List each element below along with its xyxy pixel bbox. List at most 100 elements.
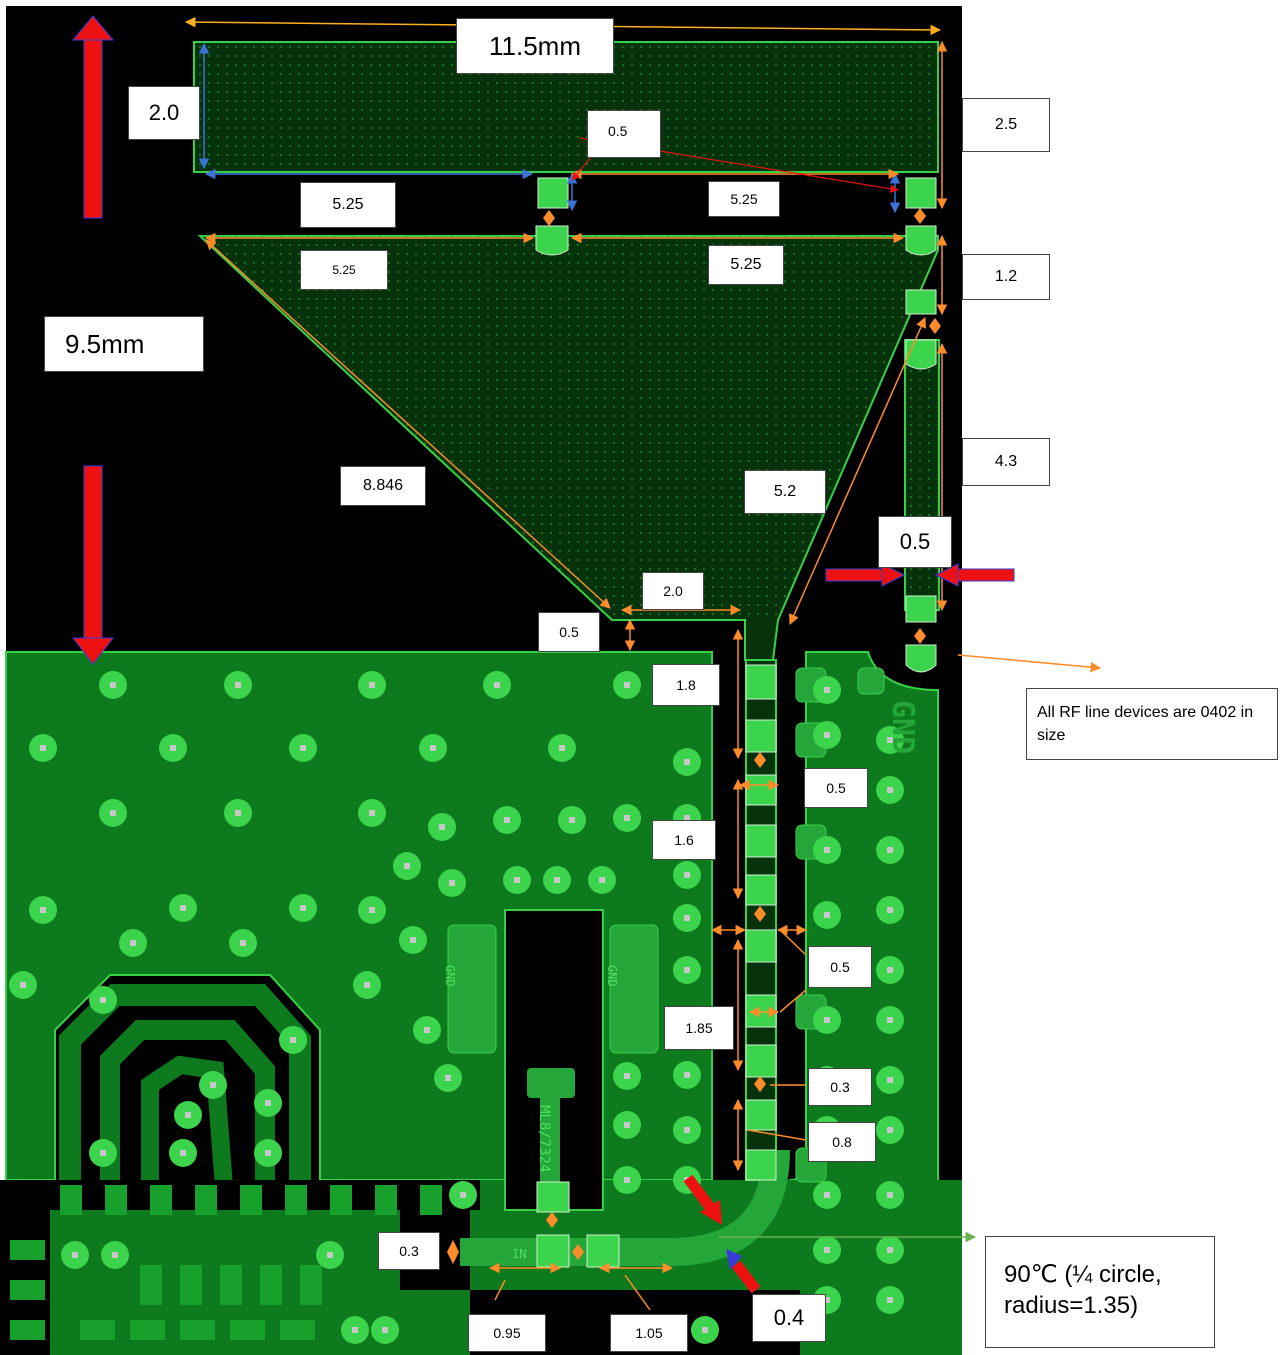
via-drill — [112, 1252, 118, 1258]
via-drill — [290, 1037, 296, 1043]
dim-feed-0-3-label: 0.3 — [808, 1068, 872, 1106]
dim-bot-0-95-label: 0.95 — [468, 1314, 546, 1352]
via-drill — [369, 907, 375, 913]
via-drill — [382, 1327, 388, 1333]
dim-mid-seg-left-label: 5.25 — [300, 250, 388, 290]
via-drill — [265, 1150, 271, 1156]
via-drill — [684, 1072, 690, 1078]
dim-bot-1-05-label: 1.05 — [610, 1314, 688, 1352]
via-drill — [887, 847, 893, 853]
dim-feed-0-8-label: 0.8 — [808, 1122, 876, 1162]
via-drill — [824, 1297, 830, 1303]
via-drill — [887, 1192, 893, 1198]
via-drill — [235, 810, 241, 816]
dim-bot-0-3-label: 0.3 — [378, 1232, 440, 1270]
dim-right-1-2-label: 1.2 — [962, 254, 1050, 300]
via-drill — [40, 907, 46, 913]
via-drill — [364, 982, 370, 988]
via-drill — [624, 682, 630, 688]
silk-gnd-right: GND — [885, 700, 920, 754]
via-drill — [72, 1252, 78, 1258]
via-drill — [554, 877, 560, 883]
via-drill — [569, 817, 575, 823]
dim-gap-small-label: 0.5 — [587, 110, 661, 158]
via-drill — [300, 905, 306, 911]
via-drill — [327, 1252, 333, 1258]
via-drill — [514, 877, 520, 883]
via-drill — [624, 1122, 630, 1128]
via-drill — [599, 877, 605, 883]
dim-feed-1-85-label: 1.85 — [664, 1006, 734, 1050]
via-drill — [100, 1150, 106, 1156]
via-drill — [494, 682, 500, 688]
via-drill — [100, 997, 106, 1003]
via-drill — [887, 1017, 893, 1023]
via-drill — [684, 872, 690, 878]
via-drill — [824, 1017, 830, 1023]
via-drill — [369, 810, 375, 816]
dim-neck-width-label: 2.0 — [642, 572, 704, 610]
via-drill — [170, 745, 176, 751]
via-drill — [300, 745, 306, 751]
via-drill — [439, 824, 445, 830]
dim-feed-0-5b-label: 0.5 — [808, 946, 872, 988]
via-drill — [40, 745, 46, 751]
via-drill — [185, 1112, 191, 1118]
gnd-pad-right — [609, 924, 659, 1054]
via-drill — [887, 1077, 893, 1083]
silk-in: IN — [512, 1247, 526, 1261]
via-drill — [887, 1127, 893, 1133]
via-drill — [352, 1327, 358, 1333]
dim-feed-1-6-label: 1.6 — [652, 820, 716, 860]
via-drill — [684, 815, 690, 821]
via-drill — [369, 682, 375, 688]
via-drill — [824, 687, 830, 693]
note-bend-line2: radius=1.35) — [1004, 1292, 1139, 1320]
silk-gnd-left: GND — [443, 965, 457, 987]
via-drill — [410, 937, 416, 943]
via-drill — [702, 1327, 708, 1333]
via-drill — [20, 982, 26, 988]
gnd-pad-left — [447, 924, 497, 1054]
via-drill — [424, 1027, 430, 1033]
via-drill — [430, 745, 436, 751]
via-drill — [624, 1177, 630, 1183]
dim-bend-0-4-label: 0.4 — [752, 1294, 826, 1342]
via-drill — [887, 737, 893, 743]
via-drill — [824, 1247, 830, 1253]
dim-top-seg-right-label: 5.25 — [708, 181, 780, 217]
via-drill — [887, 967, 893, 973]
dim-right-gap-label: 0.5 — [878, 516, 952, 568]
dim-height-label: 9.5mm — [44, 316, 204, 372]
via-drill — [235, 682, 241, 688]
via-drill — [404, 863, 410, 869]
via-drill — [887, 787, 893, 793]
dim-neck-gap-label: 0.5 — [538, 612, 600, 652]
dim-right-top-label: 2.5 — [962, 98, 1050, 152]
via-drill — [559, 745, 565, 751]
via-drill — [265, 1100, 271, 1106]
via-drill — [624, 815, 630, 821]
dim-mid-seg-right-label: 5.25 — [708, 245, 784, 285]
via-drill — [624, 1073, 630, 1079]
via-drill — [684, 915, 690, 921]
via-drill — [684, 1127, 690, 1133]
silk-gnd-mid: GND — [605, 965, 619, 987]
via-drill — [684, 759, 690, 765]
via-drill — [180, 905, 186, 911]
via-drill — [887, 907, 893, 913]
note-rf-devices: All RF line devices are 0402 in size — [1026, 688, 1278, 760]
dim-feed-0-5a-label: 0.5 — [804, 768, 868, 808]
note-bend: 90℃ (¼ circle, radius=1.35) — [985, 1236, 1215, 1348]
via-drill — [824, 1192, 830, 1198]
via-drill — [445, 1075, 451, 1081]
via-drill — [110, 682, 116, 688]
via-drill — [240, 940, 246, 946]
via-drill — [110, 810, 116, 816]
red-arrows — [71, 15, 1015, 1294]
silk-part: ML8/7324 — [536, 1105, 552, 1172]
dim-top-height-label: 2.0 — [128, 86, 200, 140]
dim-feed-1-8-label: 1.8 — [652, 664, 720, 706]
via-drill — [824, 847, 830, 853]
dim-right-4-3-label: 4.3 — [962, 438, 1050, 486]
